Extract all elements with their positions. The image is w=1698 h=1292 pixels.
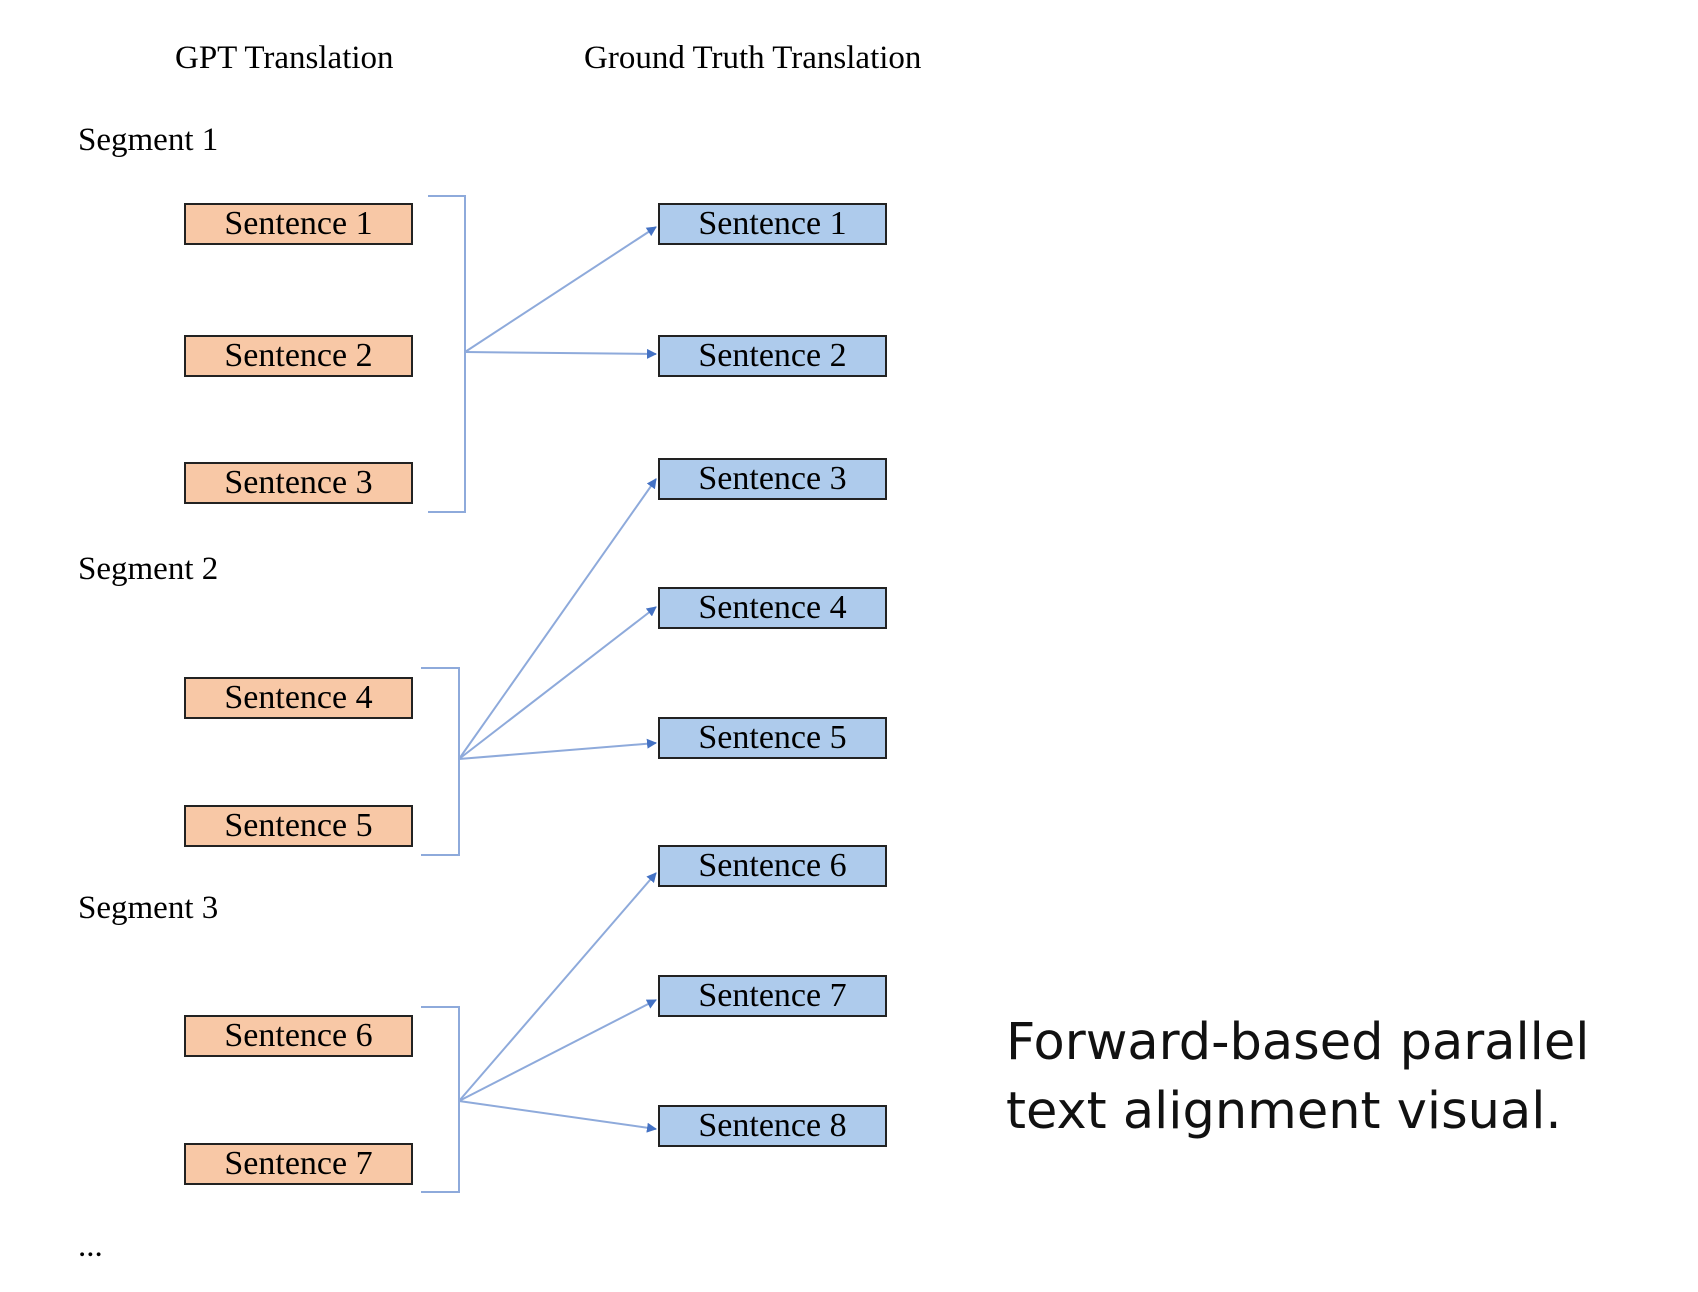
arrow-seg2-to-gt-sentence-4 xyxy=(458,606,657,760)
gt-sentence-6-box: Sentence 6 xyxy=(658,845,887,887)
gpt-sentence-3-box: Sentence 3 xyxy=(184,462,413,504)
gt-sentence-3-box: Sentence 3 xyxy=(658,458,887,500)
arrow-seg2-to-gt-sentence-5 xyxy=(458,738,657,760)
gt-sentence-4-box: Sentence 4 xyxy=(658,587,887,629)
arrow-seg3-to-gt-sentence-7 xyxy=(458,999,657,1102)
segment-3-bracket xyxy=(421,1006,460,1193)
gt-sentence-5-box: Sentence 5 xyxy=(658,717,887,759)
ground-truth-translation-header: Ground Truth Translation xyxy=(584,40,922,76)
arrow-seg3-to-gt-sentence-8 xyxy=(458,1100,657,1133)
gt-sentence-1-box: Sentence 1 xyxy=(658,203,887,245)
segment-3-label: Segment 3 xyxy=(78,890,219,926)
gpt-translation-header: GPT Translation xyxy=(175,40,394,76)
gpt-sentence-5-box: Sentence 5 xyxy=(184,805,413,847)
gpt-sentence-4-box: Sentence 4 xyxy=(184,677,413,719)
segment-1-label: Segment 1 xyxy=(78,122,219,158)
arrow-seg1-to-gt-sentence-2 xyxy=(464,348,657,359)
segment-1-bracket xyxy=(428,195,466,513)
gpt-sentence-2-box: Sentence 2 xyxy=(184,335,413,377)
gpt-sentence-1-box: Sentence 1 xyxy=(184,203,413,245)
arrow-seg2-to-gt-sentence-3 xyxy=(458,478,657,760)
segment-2-bracket xyxy=(421,667,460,856)
gt-sentence-2-box: Sentence 2 xyxy=(658,335,887,377)
diagram-caption: Forward-based parallel text alignment vi… xyxy=(1006,1013,1590,1141)
gt-sentence-8-box: Sentence 8 xyxy=(658,1105,887,1147)
continuation-ellipsis: ... xyxy=(78,1228,103,1264)
segment-2-label: Segment 2 xyxy=(78,551,219,587)
gpt-sentence-6-box: Sentence 6 xyxy=(184,1015,413,1057)
gpt-sentence-7-box: Sentence 7 xyxy=(184,1143,413,1185)
arrow-seg1-to-gt-sentence-1 xyxy=(464,226,657,353)
arrow-seg3-to-gt-sentence-6 xyxy=(458,872,657,1102)
gt-sentence-7-box: Sentence 7 xyxy=(658,975,887,1017)
